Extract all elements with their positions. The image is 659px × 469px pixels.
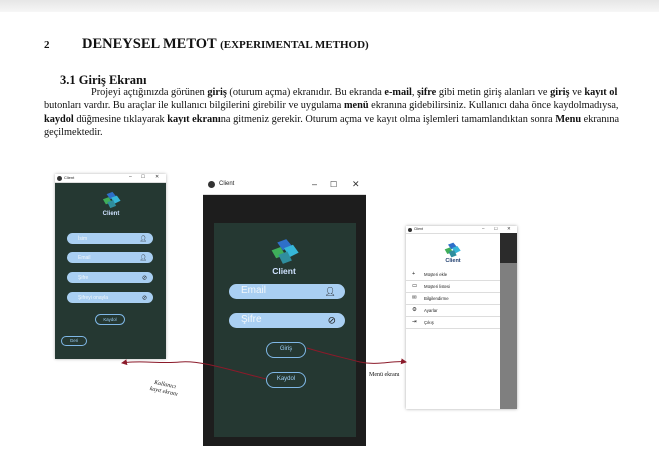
mail-icon: ✉ [412,295,417,301]
logo-text: Client [102,211,120,217]
client-logo-icon [271,239,299,264]
menu-screen-annotation: Menü ekranı [369,372,400,378]
gear-icon: ⚙ [412,307,417,313]
email-field[interactable]: Email 👤︎ [67,252,153,263]
minimize-button[interactable]: – [482,226,485,231]
eye-off-icon[interactable]: ⊘ [141,295,147,301]
menu-titlebar: Client – ☐ ✕ [406,226,517,234]
close-button[interactable]: ✕ [155,174,160,180]
body-paragraph: Projeyi açtığınızda görünen giriş (oturu… [44,87,620,138]
subsection-title: 3.1 Giriş Ekranı [60,73,147,87]
name-field[interactable]: İsim 👤︎ [67,233,153,244]
maximize-button[interactable]: ☐ [494,226,498,231]
email-input[interactable]: Email 👤︎ [229,284,345,299]
login-titlebar: Client – ☐ ✕ [203,176,366,195]
minimize-button[interactable]: – [312,179,318,189]
close-button[interactable]: ✕ [507,226,511,231]
menu-dark-strip [500,233,517,263]
app-icon [208,181,215,188]
register-window: Client – ☐ ✕ Client İsim 👤︎ Email 👤︎ Şif… [55,174,166,359]
menu-window: Client – ☐ ✕ Client + Müşteri ekle ▭ Müş… [406,226,517,409]
register-button[interactable]: Kaydol [266,372,306,388]
login-button[interactable]: Giriş [266,342,306,358]
logout-icon: ⇥ [412,319,417,325]
plus-icon: + [412,271,416,277]
client-logo-icon [102,191,121,209]
menu-item-logout[interactable]: ⇥ Çıkış [406,317,500,329]
register-button[interactable]: Kaydol [95,314,125,325]
list-icon: ▭ [412,283,418,289]
window-title: Client [414,227,423,231]
person-icon: 👤︎ [324,286,336,296]
confirm-password-field[interactable]: Şifreyi onayla ⊘ [67,292,153,303]
register-titlebar: Client – ☐ ✕ [55,174,166,183]
minimize-button[interactable]: – [129,174,132,180]
eye-off-icon[interactable]: ⊘ [141,275,147,281]
menu-item-info[interactable]: ✉ Bilgilendirme [406,293,500,305]
window-title: Client [219,181,235,187]
app-icon [408,227,412,232]
top-bar [0,0,659,12]
maximize-button[interactable]: ☐ [141,174,146,179]
section-number: 2 [44,39,50,51]
menu-item-add-customer[interactable]: + Müşteri ekle [406,269,500,281]
arrow-to-menu-screen [306,347,407,365]
app-icon [57,175,62,181]
window-title: Client [64,175,75,180]
menu-gray-strip [500,263,517,409]
arrow-to-register-screen [121,359,267,380]
password-input[interactable]: Şifre ⊘ [229,313,345,328]
password-field[interactable]: Şifre ⊘ [67,272,153,283]
eye-off-icon[interactable]: ⊘ [327,315,336,326]
login-window: Client – ☐ ✕ Client Email 👤︎ Şifre ⊘ Gir… [203,176,366,446]
logo-text: Client [445,258,461,264]
client-logo-icon [444,242,461,258]
menu-item-settings[interactable]: ⚙ Ayarlar [406,305,500,317]
section-title: DENEYSEL METOT [82,36,217,52]
logo-text: Client [272,266,296,276]
close-button[interactable]: ✕ [352,179,360,189]
section-title-english: (EXPERIMENTAL METHOD) [220,39,369,51]
menu-item-customer-list[interactable]: ▭ Müşteri listesi [406,281,500,293]
person-icon: 👤︎ [139,236,147,242]
maximize-button[interactable]: ☐ [330,180,338,189]
back-button[interactable]: Geri [61,336,87,346]
login-content-panel: Client Email 👤︎ Şifre ⊘ Giriş Kaydol [214,223,356,437]
person-icon: 👤︎ [139,255,147,261]
section-heading: 2 DENEYSEL METOT (EXPERIMENTAL METHOD) [44,36,369,53]
